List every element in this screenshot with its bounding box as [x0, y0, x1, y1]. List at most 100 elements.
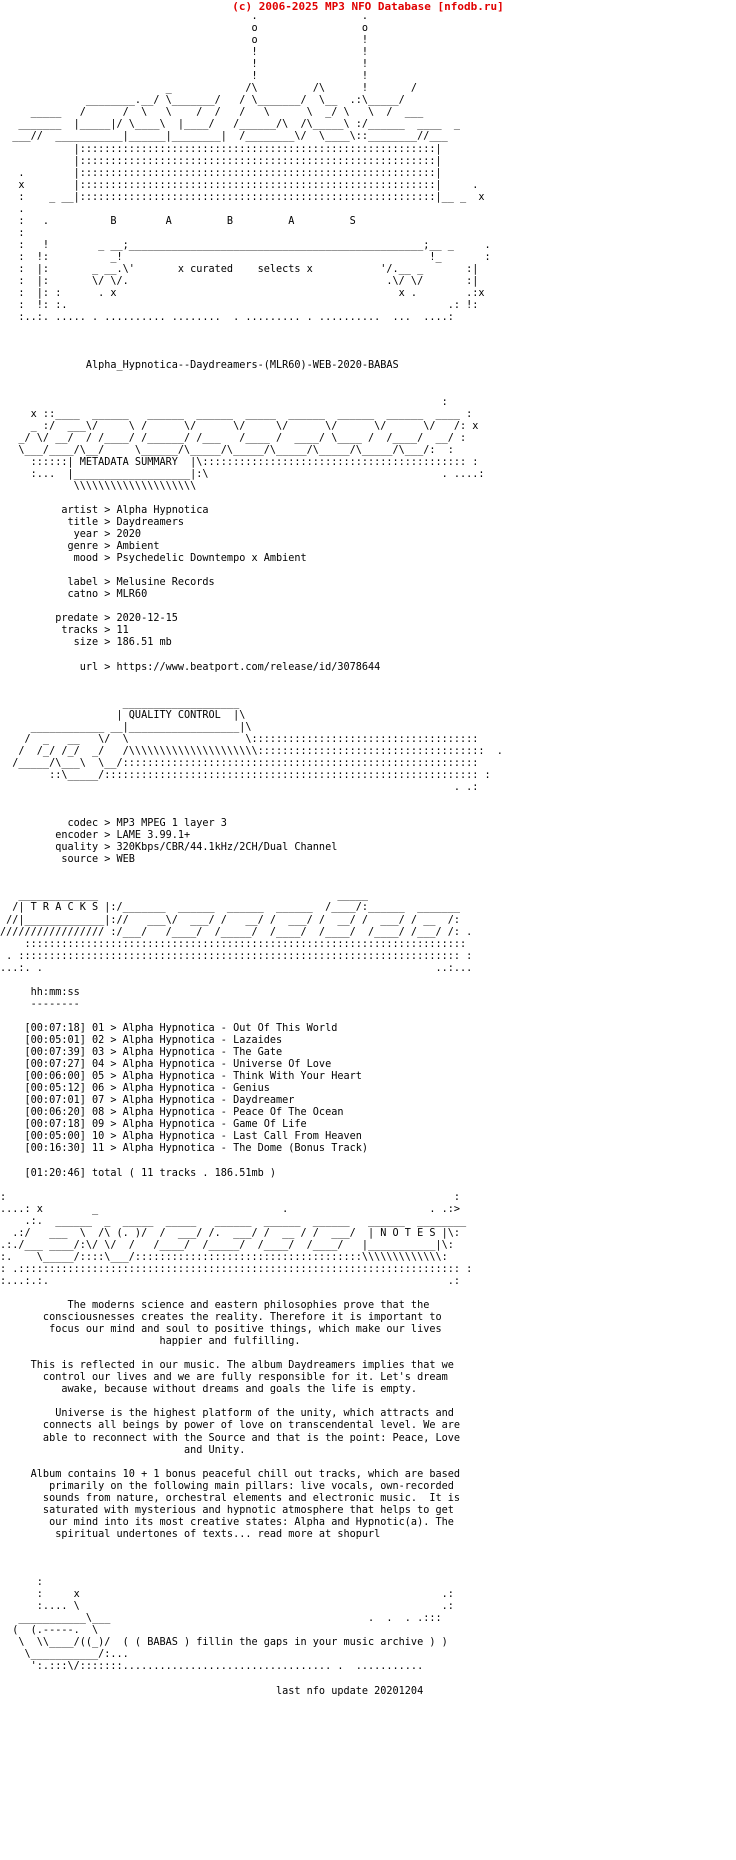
nfo-line: [0, 975, 503, 987]
nfo-line: :...:.:. .:: [0, 1275, 461, 1287]
nfo-line: happier and fulfilling.: [0, 1336, 301, 1348]
nfo-line: [0, 878, 503, 890]
nfo-line: : _ __|:::::::::::::::::::::::::::::::::…: [0, 191, 485, 203]
nfo-line: |:::::::::::::::::::::::::::::::::::::::…: [0, 143, 442, 155]
nfo-line: [0, 686, 503, 698]
nfo-line: ! !: [0, 47, 369, 59]
nfo-line: sounds from nature, orchestral elements …: [0, 1492, 461, 1504]
nfo-line: [0, 794, 503, 806]
nfo-line: : .:::::::::::::::::::::::::::::::::::::…: [0, 1263, 473, 1275]
nfo-line: [0, 601, 503, 613]
nfo-line: .: [0, 203, 25, 215]
nfo-line: :. \_____/::::\___/:::::::::::::::::::::…: [0, 1251, 448, 1263]
nfo-line: .:/ ___ \ /\ (. )/ / ___/ /. ___/ / __ /…: [0, 1227, 461, 1239]
nfo-line: |:::::::::::::::::::::::::::::::::::::::…: [0, 155, 442, 167]
nfo-line: [00:06:20] 08 > Alpha Hypnotica - Peace …: [0, 1107, 344, 1119]
nfo-line: genre > Ambient: [0, 541, 160, 553]
copyright-link[interactable]: (c) 2006-2025 MP3 NFO Database [nfodb.ru…: [232, 0, 504, 13]
nfo-line: quality > 320Kbps/CBR/44.1kHz/2CH/Dual C…: [0, 842, 338, 854]
nfo-line: year > 2020: [0, 529, 142, 541]
nfo-line: artist > Alpha Hypnotica: [0, 504, 209, 516]
nfo-line: : :: [0, 1191, 461, 1203]
nfo-line: [0, 348, 503, 360]
nfo-line: : |: \/ \/. .\/ \/ :|: [0, 276, 479, 288]
nfo-line: ! !: [0, 59, 369, 71]
nfo-line: saturated with mysterious and hypnotic a…: [0, 1504, 454, 1516]
nfo-line: consciousnesses creates the reality. The…: [0, 1312, 442, 1324]
nfo-line: title > Daydreamers: [0, 516, 185, 528]
nfo-line: [0, 384, 503, 396]
nfo-line: [0, 1553, 503, 1565]
nfo-line: \ \\____/((_)/ ( ( BABAS ) fillin the ga…: [0, 1637, 448, 1649]
nfo-line: ...:. . ..:...: [0, 962, 473, 974]
nfo-line: [0, 1155, 503, 1167]
nfo-line: Universe is the highest platform of the …: [0, 1408, 454, 1420]
nfo-line: _ :/ ___\/ \ / \/ \/ \/ \/ \/ \/ /: x: [0, 420, 479, 432]
nfo-line: ::::::::::::::::::::::::::::::::::::::::…: [0, 938, 467, 950]
nfo-line: : ! _ __;_______________________________…: [0, 239, 491, 251]
nfo-line: //|_____________|:// ___\/ ___/ / __/ / …: [0, 914, 461, 926]
nfo-line: [0, 649, 503, 661]
nfo-line: predate > 2020-12-15: [0, 613, 178, 625]
nfo-line: awake, because without dreams and goals …: [0, 1384, 418, 1396]
nfo-line: encoder > LAME 3.99.1+: [0, 830, 191, 842]
nfo-line: o o: [0, 23, 369, 35]
nfo-line: [0, 1673, 503, 1685]
nfo-line: x ::____ ______ ______ ______ _____ ____…: [0, 408, 473, 420]
nfo-line: able to reconnect with the Source and th…: [0, 1432, 461, 1444]
nfo-line: : . B A B A S: [0, 215, 356, 227]
nfo-line: o !: [0, 35, 369, 47]
nfo-line: / _ __ \/ \ \:::::::::::::::::::::::::::…: [0, 733, 479, 745]
nfo-line: | QUALITY CONTROL |\: [0, 709, 246, 721]
nfo-line: /| T R A C K S |:/_______ ______ ______ …: [0, 902, 461, 914]
nfo-line: mood > Psychedelic Downtempo x Ambient: [0, 553, 307, 565]
nfo-line: [0, 1565, 503, 1577]
nfo-line: [00:07:01] 07 > Alpha Hypnotica - Daydre…: [0, 1095, 295, 1107]
nfo-line: [0, 324, 503, 336]
nfo-line: .:. ______ _ _____ _____ ______ ______ _…: [0, 1215, 467, 1227]
nfo-line: / /_/ /_/ _/ /\\\\\\\\\\\\\\\\\\\\\:::::…: [0, 745, 503, 757]
nfo-line: [00:05:12] 06 > Alpha Hypnotica - Genius: [0, 1083, 270, 1095]
nfo-line: source > WEB: [0, 854, 135, 866]
nfo-line: ::::::| METADATA SUMMARY |\:::::::::::::…: [0, 456, 479, 468]
nfo-line: control our lives and we are fully respo…: [0, 1372, 448, 1384]
nfo-line: tracks > 11: [0, 625, 129, 637]
nfo-line: [00:16:30] 11 > Alpha Hypnotica - The Do…: [0, 1143, 369, 1155]
nfo-line: ___________________: [0, 697, 240, 709]
nfo-line: x |:::::::::::::::::::::::::::::::::::::…: [0, 179, 479, 191]
nfo-line: url > https://www.beatport.com/release/i…: [0, 661, 381, 673]
nfo-line: [00:07:18] 09 > Alpha Hypnotica - Game O…: [0, 1119, 307, 1131]
nfo-line: _ /\ /\ ! /: [0, 83, 418, 95]
nfo-line: :... |___________________|:\ . ....:: [0, 468, 485, 480]
nfo-line: _/ \/ __/ / /____/ /______/ /___ /____ /…: [0, 432, 467, 444]
nfo-line: ::\_____/:::::::::::::::::::::::::::::::…: [0, 769, 491, 781]
nfo-line: \___/____/\__/ \______/\_____/\_____/\__…: [0, 444, 454, 456]
nfo-line: [00:07:18] 01 > Alpha Hypnotica - Out Of…: [0, 1022, 338, 1034]
nfo-line: The moderns science and eastern philosop…: [0, 1300, 430, 1312]
nfo-line: spiritual undertones of texts... read mo…: [0, 1528, 381, 1540]
nfo-line: .:./___ ____/:\/ \/ / /____/ /_____/ /__…: [0, 1239, 454, 1251]
nfo-line: connects all beings by power of love on …: [0, 1420, 461, 1432]
nfo-line: [01:20:46] total ( 11 tracks . 186.51mb …: [0, 1167, 277, 1179]
nfo-line: : |: : . x x . .:x: [0, 288, 485, 300]
nfo-line: [00:05:01] 02 > Alpha Hypnotica - Lazaid…: [0, 1034, 283, 1046]
nfo-line: [0, 1011, 503, 1023]
nfo-line: ( (.-----. \: [0, 1625, 99, 1637]
nfo-line: : !: :. .: !:: [0, 300, 479, 312]
nfo-line: Album contains 10 + 1 bonus peaceful chi…: [0, 1468, 461, 1480]
nfo-line: This is reflected in our music. The albu…: [0, 1360, 454, 1372]
nfo-line: [0, 1396, 503, 1408]
nfo-line: catno > MLR60: [0, 589, 148, 601]
nfo-line: size > 186.51 mb: [0, 637, 172, 649]
nfo-line: :: [0, 227, 25, 239]
nfo-line: [0, 1541, 503, 1553]
nfo-line: ///////////////// :/___/ /____/ /_____/ …: [0, 926, 473, 938]
nfo-line: ....: x _ . . .:>: [0, 1203, 461, 1215]
nfo-line: ___// ___________|______|________| /____…: [0, 131, 448, 143]
nfo-line: :: [0, 1577, 43, 1589]
nfo-line: ':.:::\/:::::::.........................…: [0, 1661, 424, 1673]
nfo-line: [00:07:39] 03 > Alpha Hypnotica - The Ga…: [0, 1047, 283, 1059]
nfo-line: : x .:: [0, 1589, 454, 1601]
nfo-line: . |:::::::::::::::::::::::::::::::::::::…: [0, 167, 442, 179]
nfo-text-block: . . o o o ! ! !: [0, 11, 503, 1698]
